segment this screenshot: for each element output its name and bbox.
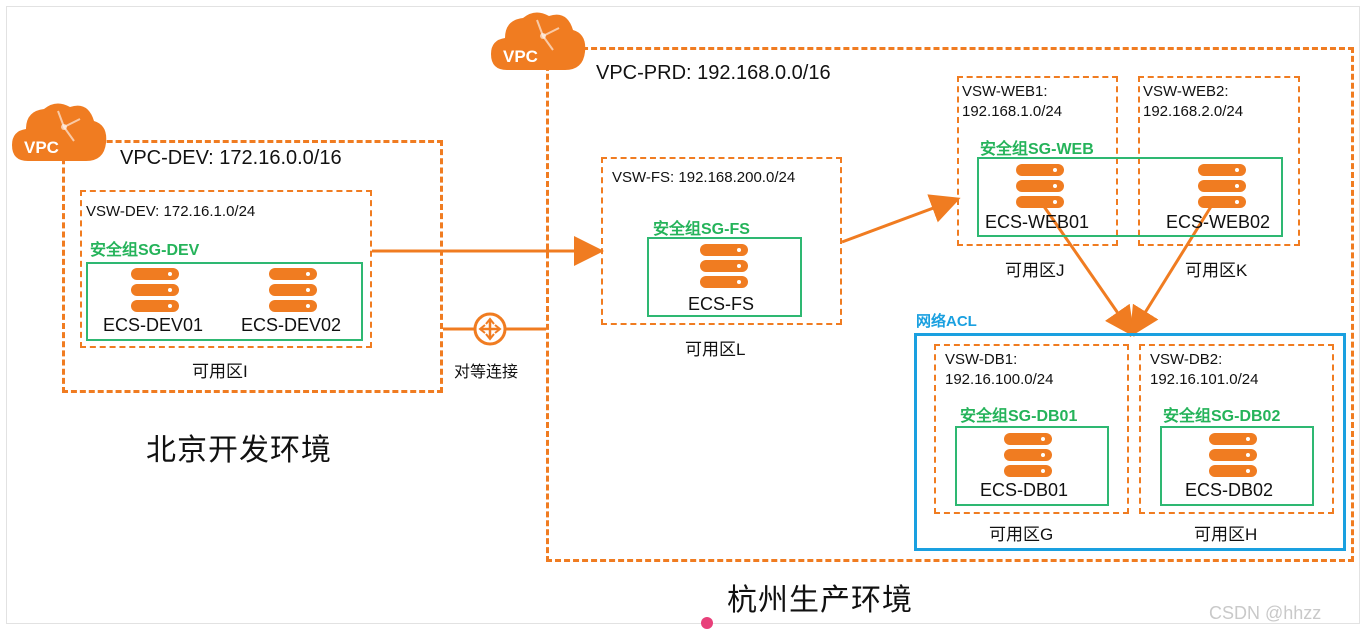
vpc-cloud-icon: VPC xyxy=(12,103,107,161)
server-icon xyxy=(269,268,317,312)
vsw-web1-label-line2: 192.168.1.0/24 xyxy=(962,103,1063,120)
vpc-prd-box xyxy=(546,47,1354,562)
ecs-db01-label: ECS-DB01 xyxy=(980,480,1069,500)
vsw-db1-label-line1: VSW-DB1: xyxy=(945,351,1018,368)
vsw-db2-box xyxy=(1139,344,1334,514)
region-hangzhou-label: 杭州生产环境 xyxy=(727,584,913,617)
server-icon xyxy=(700,244,748,288)
ecs-web01-label: ECS-WEB01 xyxy=(985,212,1090,232)
zone-h-label: 可用区H xyxy=(1194,525,1258,544)
sg-dev-box xyxy=(86,262,363,341)
vsw-fs-label: VSW-FS: 192.168.200.0/24 xyxy=(612,169,796,186)
server-icon xyxy=(1016,164,1064,208)
vsw-db2-label-line2: 192.16.101.0/24 xyxy=(1150,371,1259,388)
region-beijing-label: 北京开发环境 xyxy=(146,434,332,467)
vsw-dev-label: VSW-DEV: 172.16.1.0/24 xyxy=(86,203,256,220)
link-fs-to-web xyxy=(841,194,961,244)
vpc-dev-title: VPC-DEV: 172.16.0.0/16 xyxy=(120,147,342,169)
sg-web-box xyxy=(977,157,1283,237)
vpc-cloud-icon: VPC xyxy=(491,12,586,71)
vpc-cloud-text: VPC xyxy=(24,138,59,157)
sg-db01-box xyxy=(955,426,1109,506)
ecs-fs-label: ECS-FS xyxy=(688,294,755,314)
acl-label: 网络ACL xyxy=(916,313,977,330)
link-web01-to-db xyxy=(1041,204,1135,337)
sg-dev-label: 安全组SG-DEV xyxy=(90,242,200,259)
vsw-web2-label-line2: 192.168.2.0/24 xyxy=(1143,103,1244,120)
diagram-frame xyxy=(6,6,1360,624)
server-icon xyxy=(1209,433,1257,477)
vsw-db1-box xyxy=(934,344,1129,514)
sg-db02-label: 安全组SG-DB02 xyxy=(1163,408,1281,425)
watermark: CSDN @hhzz xyxy=(1209,603,1322,623)
zone-g-label: 可用区G xyxy=(989,525,1054,544)
sg-fs-label: 安全组SG-FS xyxy=(653,221,750,238)
server-icon xyxy=(1198,164,1246,208)
vsw-web2-box xyxy=(1138,76,1300,246)
vpc-prd-title: VPC-PRD: 192.168.0.0/16 xyxy=(596,62,831,84)
router-icon xyxy=(473,312,507,346)
pink-dot xyxy=(701,617,713,629)
sg-db02-box xyxy=(1160,426,1314,506)
vsw-fs-box xyxy=(601,157,842,325)
vsw-db1-label-line2: 192.16.100.0/24 xyxy=(945,371,1054,388)
ecs-db02-label: ECS-DB02 xyxy=(1185,480,1274,500)
zone-j-label: 可用区J xyxy=(1005,261,1065,280)
link-web02-to-db xyxy=(1129,204,1214,338)
sg-fs-box xyxy=(647,237,802,317)
server-icon xyxy=(1004,433,1052,477)
zone-i-label: 可用区I xyxy=(192,362,248,381)
ecs-dev02-label: ECS-DEV02 xyxy=(241,315,342,335)
vsw-dev-box xyxy=(80,190,372,348)
vsw-web1-box xyxy=(957,76,1118,246)
sg-db01-label: 安全组SG-DB01 xyxy=(960,408,1078,425)
ecs-dev01-label: ECS-DEV01 xyxy=(103,315,204,335)
zone-k-label: 可用区K xyxy=(1185,261,1248,280)
vpc-cloud-text: VPC xyxy=(503,47,538,66)
ecs-web02-label: ECS-WEB02 xyxy=(1166,212,1271,232)
vsw-db2-label-line1: VSW-DB2: xyxy=(1150,351,1223,368)
zone-l-label: 可用区L xyxy=(685,340,746,359)
vpc-dev-box xyxy=(62,140,443,393)
peering-label: 对等连接 xyxy=(454,364,519,381)
sg-web-label: 安全组SG-WEB xyxy=(980,141,1094,158)
acl-box xyxy=(914,333,1346,551)
vsw-web1-label-line1: VSW-WEB1: xyxy=(962,83,1048,100)
server-icon xyxy=(131,268,179,312)
vsw-web2-label-line1: VSW-WEB2: xyxy=(1143,83,1229,100)
